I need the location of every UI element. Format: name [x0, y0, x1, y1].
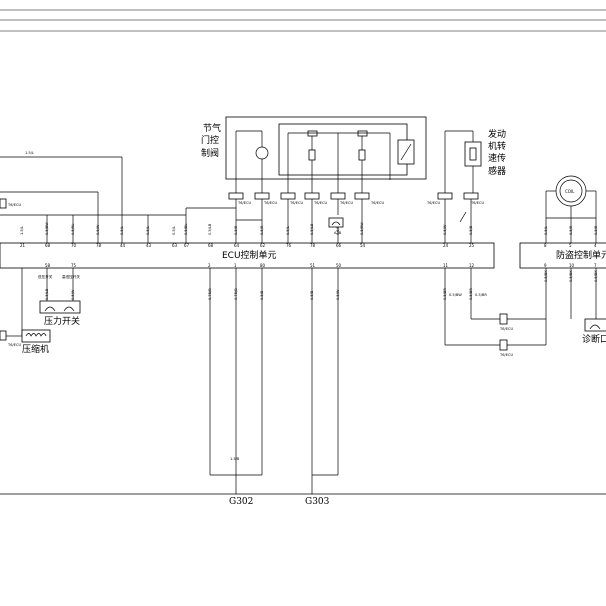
ecu-top-pin: 63: [172, 243, 178, 248]
svg-text:低压开关: 低压开关: [38, 274, 53, 279]
svg-text:0.5/BW: 0.5/BW: [449, 293, 462, 297]
ecu-bottom-pin: 50: [336, 263, 342, 268]
ecu-top-pin: 67: [184, 243, 190, 248]
immo-bottom-pin: 9: [544, 263, 547, 268]
ecu-top-wire-code: 1.5/L: [20, 226, 24, 235]
ecu-top-pin: 25: [469, 243, 475, 248]
ground-g302: G302: [229, 497, 253, 507]
svg-text:1.5/L: 1.5/L: [25, 151, 34, 155]
ecu-control-unit: ECU控制单元 211.5/L680.5/BW700.5/RL780.5/W44…: [0, 222, 495, 300]
immo-bottom-pin: 10: [569, 263, 575, 268]
title-block: [0, 9, 606, 32]
ecu-top-pin: 24: [443, 243, 449, 248]
ground-wires: 1.5/B G302 G303: [209, 268, 339, 507]
svg-text:1.5/B: 1.5/B: [230, 457, 240, 461]
throttle-control-valve: 节气 门控 制阀: [201, 116, 427, 243]
ecu-bottom-pin: 51: [310, 263, 316, 268]
svg-text:T6/ECU: T6/ECU: [339, 201, 353, 205]
svg-text:T6/ECU: T6/ECU: [7, 203, 21, 207]
immo-bottom-pin: 7: [594, 263, 597, 268]
svg-text:门控: 门控: [201, 134, 219, 146]
svg-text:T6/ECU: T6/ECU: [370, 201, 384, 205]
left-edge-connectors: T6/ECU T6/ECU: [0, 198, 23, 347]
pressure-switch: 压力开关 低压开关 高低压开关: [38, 268, 81, 327]
ecu-bottom-pins: 580.5/LB750.5/W20.75/B10.75/B800.5/B510.…: [45, 263, 475, 300]
svg-text:T6/ECU: T6/ECU: [426, 201, 440, 205]
ecu-bottom-pin: 58: [45, 263, 51, 268]
ecu-top-pin: 43: [146, 243, 152, 248]
immo-top-pin: 4: [594, 243, 597, 248]
ecu-bottom-pin: 11: [443, 263, 449, 268]
svg-text:诊断口: 诊断口: [582, 333, 606, 345]
svg-text:T6/ECU: T6/ECU: [470, 201, 484, 205]
ecu-top-pin: 44: [120, 243, 126, 248]
svg-text:0.5/BR: 0.5/BR: [475, 293, 487, 297]
svg-text:高低压开关: 高低压开关: [62, 274, 80, 279]
ecu-top-pin: 76: [286, 243, 292, 248]
ecu-top-pin: 66: [336, 243, 342, 248]
immo-top-pin: 8: [544, 243, 547, 248]
svg-text:COIL: COIL: [565, 189, 575, 194]
ecu-top-wire-code: 0.5/LB: [208, 223, 212, 235]
svg-text:发动: 发动: [488, 128, 506, 140]
svg-text:节气: 节气: [203, 122, 221, 134]
immo-top-pin: 5: [569, 243, 572, 248]
ecu-top-pin: 78: [96, 243, 102, 248]
svg-text:制阀: 制阀: [201, 147, 219, 159]
main-supply-wire: 1.5/L: [0, 151, 236, 243]
immobilizer-control-unit: 防盗控制单元 80.5/L50.5/R40.5/R 90.5/BK100.5/B…: [519, 225, 606, 282]
svg-text:T6/ECU: T6/ECU: [499, 327, 513, 331]
ignition-coil: COIL: [545, 175, 597, 243]
ecu-label: ECU控制单元: [222, 249, 277, 261]
svg-text:T6/ECU: T6/ECU: [499, 353, 513, 357]
svg-text:机转: 机转: [488, 140, 506, 152]
svg-text:T6/ECU: T6/ECU: [7, 343, 21, 347]
ground-g303: G303: [305, 497, 330, 507]
ecu-top-pin: 78: [310, 243, 316, 248]
svg-text:感器: 感器: [488, 165, 506, 177]
ecu-top-pin: 68: [208, 243, 214, 248]
ecu-bottom-pin: 1: [234, 263, 237, 268]
ecu-top-pin: 64: [234, 243, 240, 248]
ecu-bottom-pin: 75: [71, 263, 77, 268]
svg-text:T6/ECU: T6/ECU: [237, 201, 251, 205]
svg-text:T6/ECU: T6/ECU: [289, 201, 303, 205]
immo-label: 防盗控制单元: [556, 249, 606, 261]
ecu-top-wire-code: 0.5/L: [172, 226, 176, 235]
diagnostic-port: 诊断口: [582, 318, 606, 345]
svg-text:T6/ECU: T6/ECU: [263, 201, 277, 205]
svg-text:压缩机: 压缩机: [22, 343, 49, 355]
immobilizer-links: T6/ECU T6/ECU 0.5/BW 0.5/BR: [444, 268, 597, 357]
compressor: 压缩机: [21, 329, 51, 355]
ecu-top-pin: 21: [20, 243, 26, 248]
ecu-top-pin: 70: [71, 243, 77, 248]
ecu-top-pin: 54: [360, 243, 366, 248]
ecu-bottom-pin: 80: [260, 263, 266, 268]
ecu-top-pin: 68: [45, 243, 51, 248]
svg-text:速传: 速传: [488, 152, 506, 164]
ecu-top-pin: 62: [260, 243, 266, 248]
svg-text:压力开关: 压力开关: [44, 315, 80, 327]
engine-speed-sensor: 发动 机转 速传 感器 T6/ECU T6/ECU: [426, 128, 506, 243]
ecu-bottom-pin: 2: [208, 263, 211, 268]
ecu-bottom-pin: 12: [469, 263, 475, 268]
svg-text:T6/ECU: T6/ECU: [313, 201, 327, 205]
